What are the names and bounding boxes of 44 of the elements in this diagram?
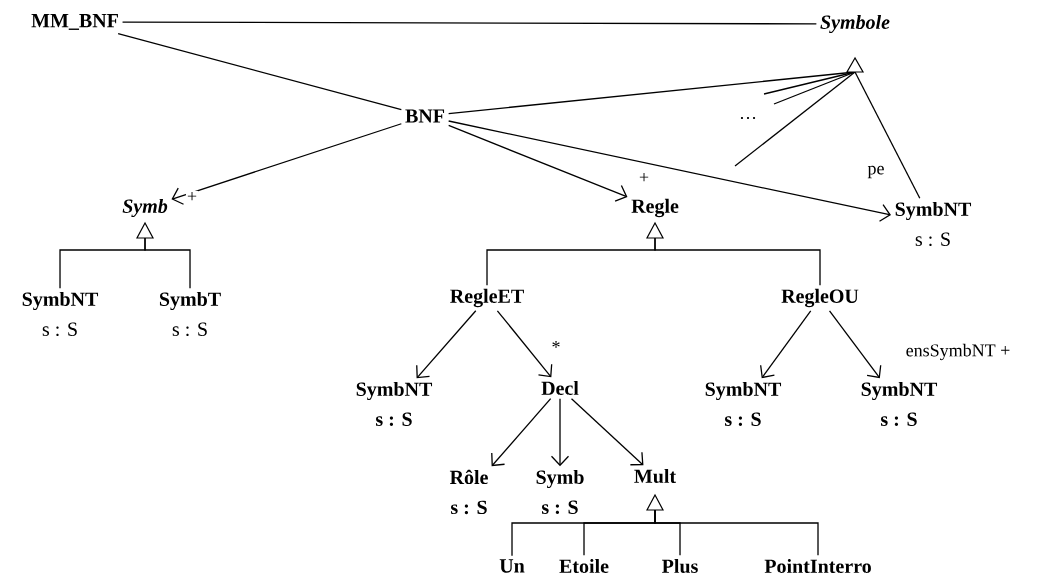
class-label: PointInterro <box>764 558 871 573</box>
inheritance-line <box>654 237 821 286</box>
inheritance-line <box>144 237 191 289</box>
class-label: Un <box>499 559 525 573</box>
arrow <box>448 124 628 202</box>
class-label: RegleET <box>450 288 524 308</box>
class-label: SymbNT s : S <box>22 291 99 337</box>
edge-label: pe <box>866 164 886 180</box>
class-label: Symb s : S <box>536 469 584 515</box>
class-label: SymbNT s : S <box>895 201 972 247</box>
class-label: BNF <box>405 109 445 123</box>
arrow <box>570 398 644 466</box>
class-label: Mult <box>634 468 677 484</box>
arrow <box>171 123 402 205</box>
inheritance-line <box>854 71 921 199</box>
class-label: Decl <box>541 380 579 396</box>
association-line <box>117 32 402 111</box>
class-label: RegleOU <box>781 288 859 308</box>
class-label: SymbNT s : S <box>705 381 782 427</box>
arrow <box>496 310 553 378</box>
class-label: Symb <box>122 198 168 218</box>
arrow <box>448 120 891 222</box>
edge-label: + <box>185 190 199 204</box>
class-label: Etoile <box>559 558 609 573</box>
association-line <box>121 21 817 25</box>
ellipsis: … <box>740 116 756 120</box>
inheritance-line <box>734 71 856 167</box>
class-label: Rôle s : S <box>449 469 488 515</box>
arrow <box>491 398 552 467</box>
arrow <box>828 310 882 379</box>
class-label: Symbole <box>820 14 890 34</box>
class-label: SymbNT s : S <box>356 381 433 427</box>
edge-label: * <box>550 340 562 354</box>
class-label: MM_BNF <box>31 14 118 30</box>
class-label: SymbT s : S <box>159 291 221 337</box>
arrow <box>416 310 477 379</box>
arrow <box>550 398 570 467</box>
class-label: Regle <box>631 198 679 218</box>
arrow <box>760 310 812 379</box>
inheritance-line <box>654 509 819 556</box>
edge-label: ensSymbNT + <box>904 342 1012 362</box>
class-label: Plus <box>662 558 698 574</box>
class-label: SymbNT s : S <box>861 381 938 427</box>
edge-label: + <box>637 171 651 185</box>
